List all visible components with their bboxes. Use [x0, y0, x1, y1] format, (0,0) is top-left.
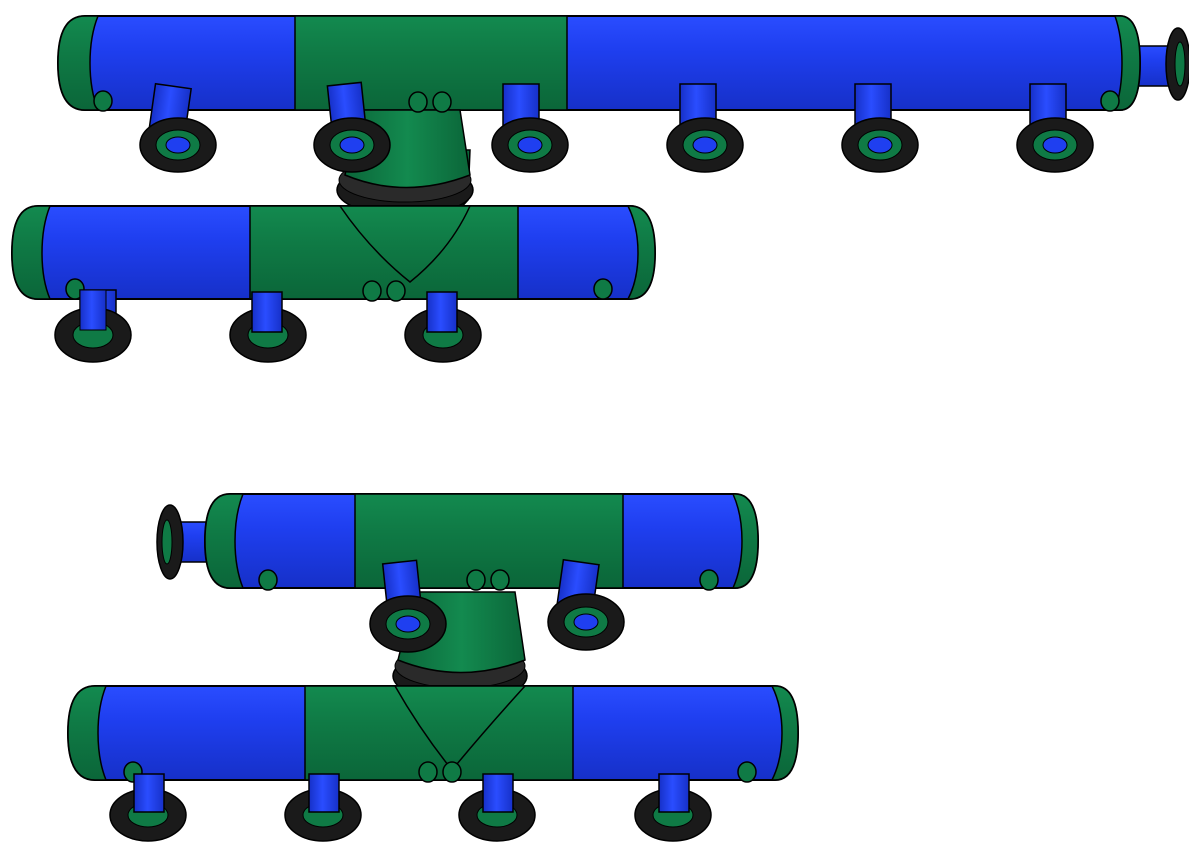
- branch-nozzle: [634, 773, 712, 842]
- right-end-cap: [1113, 15, 1141, 111]
- branch-nozzle: [1016, 83, 1094, 173]
- left-end-cap: [67, 685, 108, 781]
- branch-nozzle: [666, 83, 744, 173]
- vent-boss: [466, 569, 486, 591]
- branch-nozzle: [491, 83, 569, 173]
- drain-boss: [258, 569, 278, 591]
- upper-top-nozzles: [139, 81, 1094, 173]
- lower-tee-connector: [392, 569, 528, 772]
- drain-boss: [362, 280, 382, 302]
- upper-assembly: [10, 15, 1189, 363]
- end-flange-face: [161, 519, 173, 565]
- branch-nozzle: [841, 83, 919, 173]
- vent-boss: [408, 91, 428, 113]
- branch-nozzle: [458, 773, 536, 842]
- upper-bottom-nozzles: [54, 289, 482, 363]
- left-end-cap: [204, 493, 245, 589]
- lower-bottom-header: [66, 685, 800, 783]
- lower-top-header: [156, 493, 760, 591]
- branch-nozzle: [139, 82, 217, 173]
- branch-nozzle: [369, 559, 447, 653]
- drain-boss: [1100, 90, 1120, 112]
- drain-boss: [386, 280, 406, 302]
- upper-bottom-header: [10, 205, 657, 302]
- drain-boss: [442, 761, 462, 783]
- middle-band: [304, 685, 574, 781]
- lower-assembly: [66, 493, 800, 842]
- drain-boss: [699, 569, 719, 591]
- header-body: [56, 15, 1142, 111]
- lower-top-nozzles: [369, 558, 625, 653]
- middle-band: [249, 205, 519, 300]
- branch-nozzle: [284, 773, 362, 842]
- drain-boss: [737, 761, 757, 783]
- lower-bottom-nozzles: [109, 773, 712, 842]
- branch-nozzle: [404, 291, 482, 363]
- right-end-cap: [731, 493, 759, 589]
- branch-nozzle: [229, 291, 307, 363]
- drain-boss: [93, 90, 113, 112]
- end-flange-face: [1174, 41, 1186, 87]
- right-end-cap: [770, 685, 799, 781]
- branch-nozzle: [547, 558, 625, 651]
- vent-boss: [432, 91, 452, 113]
- drain-boss: [593, 278, 613, 300]
- drain-boss: [418, 761, 438, 783]
- branch-nozzle: [109, 773, 187, 842]
- right-end-cap: [626, 205, 656, 300]
- tee-weld-seam: [339, 205, 471, 283]
- left-end-cap: [57, 15, 100, 111]
- vent-boss: [490, 569, 510, 591]
- upper-top-header: [56, 15, 1189, 112]
- left-end-cap: [11, 205, 52, 300]
- branch-nozzle: [54, 289, 132, 363]
- branch-nozzle: [313, 81, 391, 173]
